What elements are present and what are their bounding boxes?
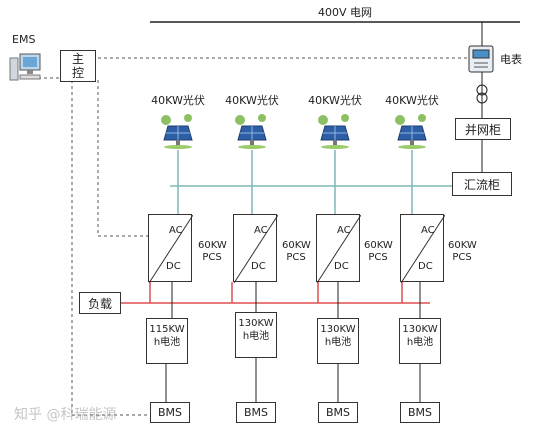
- solar-panel-icon: [315, 110, 355, 150]
- battery-type: h电池: [242, 331, 270, 342]
- pcs-rating: 60KW PCS: [364, 240, 393, 264]
- pcs-ac-label: AC: [169, 225, 183, 236]
- pv-label-4: 40KW光伏: [385, 94, 439, 107]
- pcs-dc-label: DC: [334, 261, 349, 272]
- pcs-rating-bottom: PCS: [368, 252, 388, 263]
- main-controller-box: 主 控: [60, 50, 96, 82]
- pcs-ac-label: AC: [337, 225, 351, 236]
- main-controller-label-2: 控: [71, 66, 84, 80]
- grid-cabinet-box: 并网柜: [455, 118, 511, 140]
- pcs-box: AC DC: [148, 214, 193, 283]
- pcs-rating: 60KW PCS: [448, 240, 477, 264]
- pcs-dc-label: DC: [418, 261, 433, 272]
- combiner-cabinet-box: 汇流柜: [452, 172, 512, 196]
- pcs-rating-bottom: PCS: [202, 252, 222, 263]
- battery-box: 130KW h电池: [235, 312, 277, 358]
- load-box: 负载: [79, 292, 121, 314]
- solar-panel-icon: [232, 110, 272, 150]
- battery-type: h电池: [324, 337, 352, 348]
- battery-capacity: 130KW: [320, 324, 356, 335]
- pcs-dc-label: DC: [166, 261, 181, 272]
- pcs-rating-top: 60KW: [448, 240, 477, 251]
- bms-box: BMS: [318, 402, 358, 423]
- battery-box: 130KW h电池: [399, 318, 441, 364]
- battery-capacity: 130KW: [402, 324, 438, 335]
- pcs-ac-label: AC: [254, 225, 268, 236]
- main-controller-label-1: 主: [71, 52, 84, 66]
- bms-box: BMS: [236, 402, 276, 423]
- battery-box: 115KW h电池: [146, 318, 188, 364]
- pv-label-3: 40KW光伏: [308, 94, 362, 107]
- pv-label-2: 40KW光伏: [225, 94, 279, 107]
- pcs-rating: 60KW PCS: [282, 240, 311, 264]
- pcs-ac-label: AC: [421, 225, 435, 236]
- pcs-box: AC DC: [400, 214, 445, 283]
- grid-label: 400V 电网: [318, 6, 373, 19]
- computer-icon: [8, 50, 42, 88]
- solar-panel-icon: [392, 110, 432, 150]
- ems-label: EMS: [12, 33, 36, 46]
- battery-capacity: 115KW: [149, 324, 185, 335]
- battery-type: h电池: [406, 337, 434, 348]
- pcs-rating-top: 60KW: [282, 240, 311, 251]
- pcs-rating-top: 60KW: [364, 240, 393, 251]
- meter-label: 电表: [500, 53, 522, 66]
- solar-panel-icon: [158, 110, 198, 150]
- pv-label-1: 40KW光伏: [151, 94, 205, 107]
- battery-box: 130KW h电池: [317, 318, 359, 364]
- pcs-rating-bottom: PCS: [452, 252, 472, 263]
- pcs-box: AC DC: [316, 214, 361, 283]
- pcs-dc-label: DC: [251, 261, 266, 272]
- battery-type: h电池: [153, 337, 181, 348]
- pcs-rating-top: 60KW: [198, 240, 227, 251]
- pcs-rating: 60KW PCS: [198, 240, 227, 264]
- transformer-icon: [476, 84, 488, 96]
- pcs-box: AC DC: [233, 214, 278, 283]
- battery-capacity: 130KW: [238, 318, 274, 329]
- bms-box: BMS: [150, 402, 190, 423]
- pcs-rating-bottom: PCS: [286, 252, 306, 263]
- meter-icon: [468, 45, 494, 73]
- watermark-text: 知乎 @科瑞能源: [14, 407, 117, 423]
- bms-box: BMS: [400, 402, 440, 423]
